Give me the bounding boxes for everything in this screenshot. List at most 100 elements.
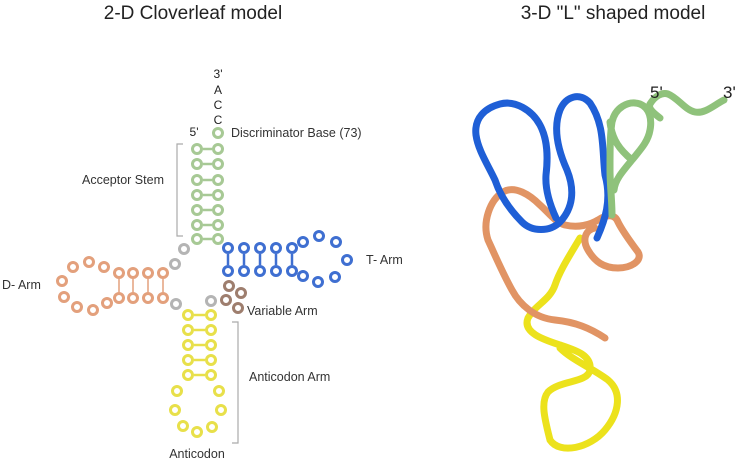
variable-arm-base — [220, 294, 232, 306]
anticodon-arm — [169, 309, 227, 438]
anticodon-arm-base — [182, 369, 194, 381]
acceptor-base — [212, 127, 224, 139]
anticodon-arm-base — [191, 426, 203, 438]
l-shaped-model: 5' 3' — [472, 83, 736, 452]
d-arm-base — [157, 267, 169, 279]
tail-base-c2: C — [214, 113, 223, 127]
anticodon-arm-base — [182, 309, 194, 321]
t-arm-base — [222, 242, 234, 254]
anticodon-arm-base — [213, 385, 225, 397]
acceptor-base — [191, 204, 203, 216]
t-arm — [222, 230, 353, 288]
acceptor-base — [212, 204, 224, 216]
acceptor-stem-bracket — [176, 143, 183, 237]
tail-base-c1: C — [214, 98, 223, 112]
variable-arm-base — [232, 302, 244, 314]
acceptor-base — [212, 158, 224, 170]
acceptor-base — [191, 174, 203, 186]
yellow-tube — [523, 234, 621, 452]
t-arm-base — [297, 270, 309, 282]
anticodon-arm-base — [171, 385, 183, 397]
d-arm-base — [67, 261, 79, 273]
anticodon-arm-base — [182, 354, 194, 366]
t-arm-base — [270, 265, 282, 277]
d-arm-label: D- Arm — [2, 278, 41, 292]
d-arm-base — [98, 261, 110, 273]
cloverleaf-diagram: 3' A C C 5' — [2, 67, 403, 461]
l-model-three-prime-label: 3' — [723, 83, 736, 102]
acceptor-base — [212, 233, 224, 245]
d-arm-base — [83, 256, 95, 268]
anticodon-arm-label: Anticodon Arm — [249, 370, 330, 384]
anticodon-arm-base — [205, 339, 217, 351]
t-arm-base — [270, 242, 282, 254]
cloverleaf-title: 2-D Cloverleaf model — [104, 3, 282, 24]
acceptor-base — [212, 143, 224, 155]
d-arm-base — [71, 301, 83, 313]
acceptor-base — [191, 189, 203, 201]
three-prime-label: 3' — [214, 67, 223, 81]
acceptor-base — [191, 158, 203, 170]
t-arm-base — [254, 242, 266, 254]
anticodon-arm-base — [205, 369, 217, 381]
anticodon-arm-base — [182, 324, 194, 336]
t-arm-base — [330, 236, 342, 248]
acceptor-base — [191, 219, 203, 231]
anticodon-arm-base — [177, 420, 189, 432]
acceptor-base — [212, 219, 224, 231]
l-model-five-prime-label: 5' — [650, 83, 663, 102]
d-arm-base — [142, 292, 154, 304]
d-arm-base — [101, 297, 113, 309]
anticodon-arm-base — [205, 354, 217, 366]
t-arm-base — [341, 254, 353, 266]
green-tube — [606, 90, 728, 219]
acceptor-base — [212, 189, 224, 201]
variable-arm — [220, 280, 247, 314]
t-arm-base — [222, 265, 234, 277]
t-arm-base — [329, 271, 341, 283]
discriminator-base-label: Discriminator Base (73) — [231, 126, 362, 140]
orange-tube — [482, 186, 643, 342]
d-arm-base — [157, 292, 169, 304]
acceptor-base — [191, 233, 203, 245]
t-arm-base — [238, 242, 250, 254]
anticodon-arm-base — [205, 309, 217, 321]
t-arm-base — [286, 265, 298, 277]
d-arm-base — [56, 275, 68, 287]
anticodon-arm-base — [205, 324, 217, 336]
variable-arm-label: Variable Arm — [247, 304, 318, 318]
acceptor-stem — [191, 127, 224, 245]
t-arm-base — [312, 276, 324, 288]
blue-tube — [472, 93, 612, 242]
d-arm-base — [142, 267, 154, 279]
acceptor-base — [212, 174, 224, 186]
d-arm-base — [58, 291, 70, 303]
connector-base — [205, 295, 217, 307]
t-arm-base — [297, 236, 309, 248]
t-arm-base — [313, 230, 325, 242]
anticodon-arm-base — [215, 404, 227, 416]
d-arm — [56, 256, 169, 316]
anticodon-label: Anticodon — [169, 447, 225, 461]
anticodon-arm-base — [206, 421, 218, 433]
t-arm-label: T- Arm — [366, 253, 403, 267]
connector-base — [178, 243, 190, 255]
anticodon-arm-base — [182, 339, 194, 351]
connector-bases — [169, 243, 217, 310]
acceptor-base — [191, 143, 203, 155]
variable-arm-base — [235, 287, 247, 299]
l-model-title: 3-D "L" shaped model — [521, 3, 706, 24]
t-arm-base — [238, 265, 250, 277]
d-arm-base — [87, 304, 99, 316]
d-arm-base — [127, 267, 139, 279]
d-arm-base — [113, 292, 125, 304]
anticodon-arm-base — [169, 404, 181, 416]
d-arm-base — [113, 267, 125, 279]
five-prime-label: 5' — [190, 125, 199, 139]
variable-arm-base — [223, 280, 235, 292]
acceptor-stem-label: Acceptor Stem — [82, 173, 164, 187]
tail-base-a: A — [214, 83, 222, 97]
connector-base — [169, 258, 181, 270]
t-arm-base — [254, 265, 266, 277]
